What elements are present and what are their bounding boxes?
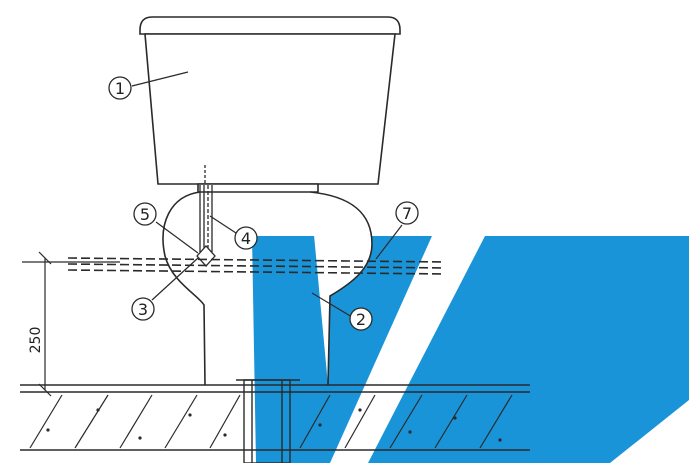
- leader-lines: [131, 71, 403, 318]
- callout-4: 4: [234, 226, 258, 250]
- tank: [144, 33, 396, 185]
- svg-text:3: 3: [138, 300, 148, 319]
- dimension-label: 250: [28, 327, 44, 354]
- toilet-bowl: [162, 191, 373, 386]
- tank-lid: [139, 16, 401, 35]
- callout-2: 2: [349, 307, 373, 331]
- blue-background-bands: [252, 236, 689, 463]
- svg-text:4: 4: [241, 229, 251, 248]
- drain-pipe-sleeve: [236, 379, 300, 463]
- svg-text:7: 7: [402, 204, 412, 223]
- floor-slab: [20, 384, 530, 451]
- svg-text:2: 2: [356, 310, 366, 329]
- horizontal-pipe: [67, 257, 446, 275]
- blue-band-right: [368, 236, 689, 463]
- callout-3: 3: [131, 297, 155, 321]
- callout-7: 7: [395, 201, 419, 225]
- svg-text:5: 5: [140, 205, 150, 224]
- blue-band-left: [252, 236, 432, 463]
- callout-5: 5: [133, 202, 157, 226]
- supply-pipes: [196, 165, 216, 267]
- callout-1: 1: [108, 76, 132, 100]
- toilet: [139, 16, 401, 386]
- height-dimension: [22, 251, 120, 397]
- svg-text:1: 1: [115, 79, 125, 98]
